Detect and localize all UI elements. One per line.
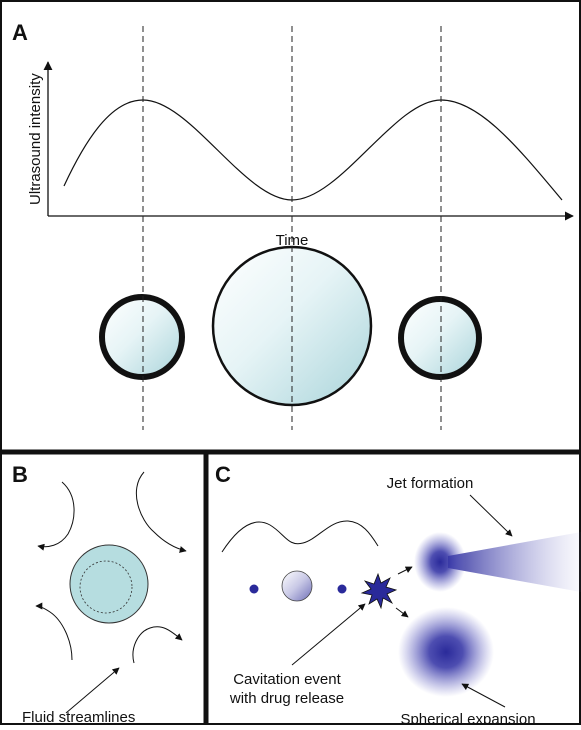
drug-bubble <box>281 570 313 602</box>
panel-c-letter: C <box>215 462 231 487</box>
panel-a-letter: A <box>12 20 28 45</box>
spherical-expansion-bubble <box>398 607 494 697</box>
jet-pointer <box>469 494 513 537</box>
jet-formation-label: Jet formation <box>387 475 474 492</box>
panel-a: A Ultrasound intensity Time <box>12 20 574 430</box>
cavitation-label-line2: with drug release <box>229 690 344 707</box>
jet-bubble <box>414 532 466 592</box>
streamline-top-right <box>135 471 187 553</box>
cavitation-burst <box>360 572 398 610</box>
panel-c: C Jet formation Spherical expansion Cavi… <box>215 462 581 728</box>
spherical-pointer <box>461 683 506 708</box>
spherical-expansion-label: Spherical expansion <box>400 711 535 725</box>
wave-c <box>221 520 379 553</box>
y-axis-label: Ultrasound intensity <box>27 73 44 205</box>
drug-particle-right <box>337 584 347 594</box>
caption-pointer-b <box>65 667 120 714</box>
jet-stream <box>448 532 581 592</box>
burst-arrow-up <box>397 566 413 575</box>
streamline-bottom-left <box>35 602 73 661</box>
fluid-streamlines-label: Fluid streamlines <box>22 709 135 725</box>
streamline-bottom-right <box>132 626 183 664</box>
compressed-bubble-right <box>398 296 482 380</box>
bubble-b-inner-outline <box>79 560 133 614</box>
cavitation-pointer <box>291 603 366 666</box>
compressed-bubble-left <box>99 294 185 380</box>
burst-arrow-down <box>395 607 409 618</box>
drug-particle-left <box>249 584 259 594</box>
panel-b-letter: B <box>12 462 28 487</box>
bubble-b <box>69 544 149 624</box>
panel-b: B Fluid streamlines <box>12 462 187 726</box>
cavitation-label-line1: Cavitation event <box>233 671 341 688</box>
intensity-curve <box>63 99 563 201</box>
streamline-top-left <box>37 481 75 551</box>
